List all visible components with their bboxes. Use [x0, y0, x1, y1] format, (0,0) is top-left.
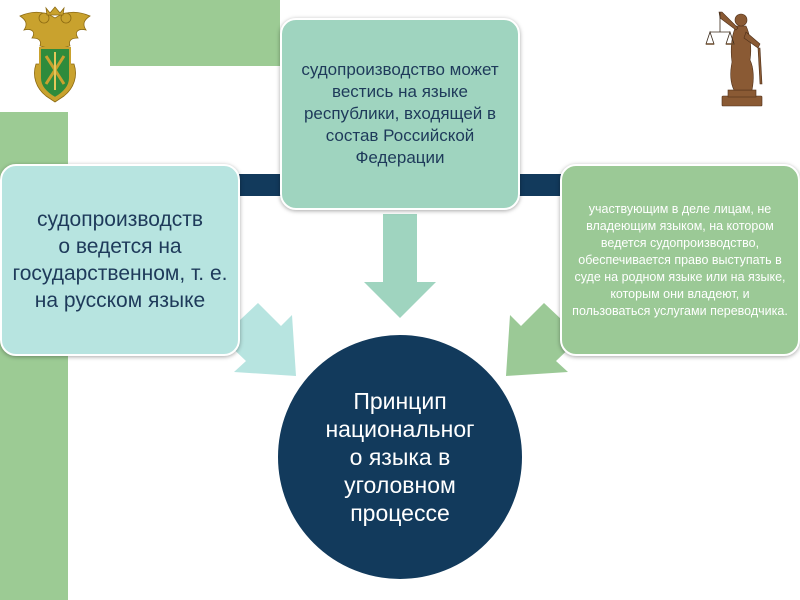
decorative-top-bar: [110, 0, 280, 66]
principle-title: Принцип национальног о языка в уголовном…: [325, 388, 475, 526]
state-language-text: судопроизводств о ведется на государстве…: [12, 208, 228, 312]
state-language-box: судопроизводств о ведется на государстве…: [0, 164, 240, 356]
language-of-republic-text: судопроизводство может вестись на языке …: [301, 60, 499, 167]
arrow-diagonal-left: [222, 303, 296, 376]
principle-circle: Принцип национальног о языка в уголовном…: [275, 332, 525, 582]
arrow-down: [364, 214, 436, 318]
interpreter-right-text: участвующим в деле лицам, не владеющим я…: [572, 201, 788, 318]
customs-emblem-icon: [19, 6, 91, 103]
interpreter-right-box: участвующим в деле лицам, не владеющим я…: [560, 164, 800, 356]
language-of-republic-box: судопроизводство может вестись на языке …: [280, 18, 520, 210]
lady-justice-statue-icon: [705, 11, 763, 107]
